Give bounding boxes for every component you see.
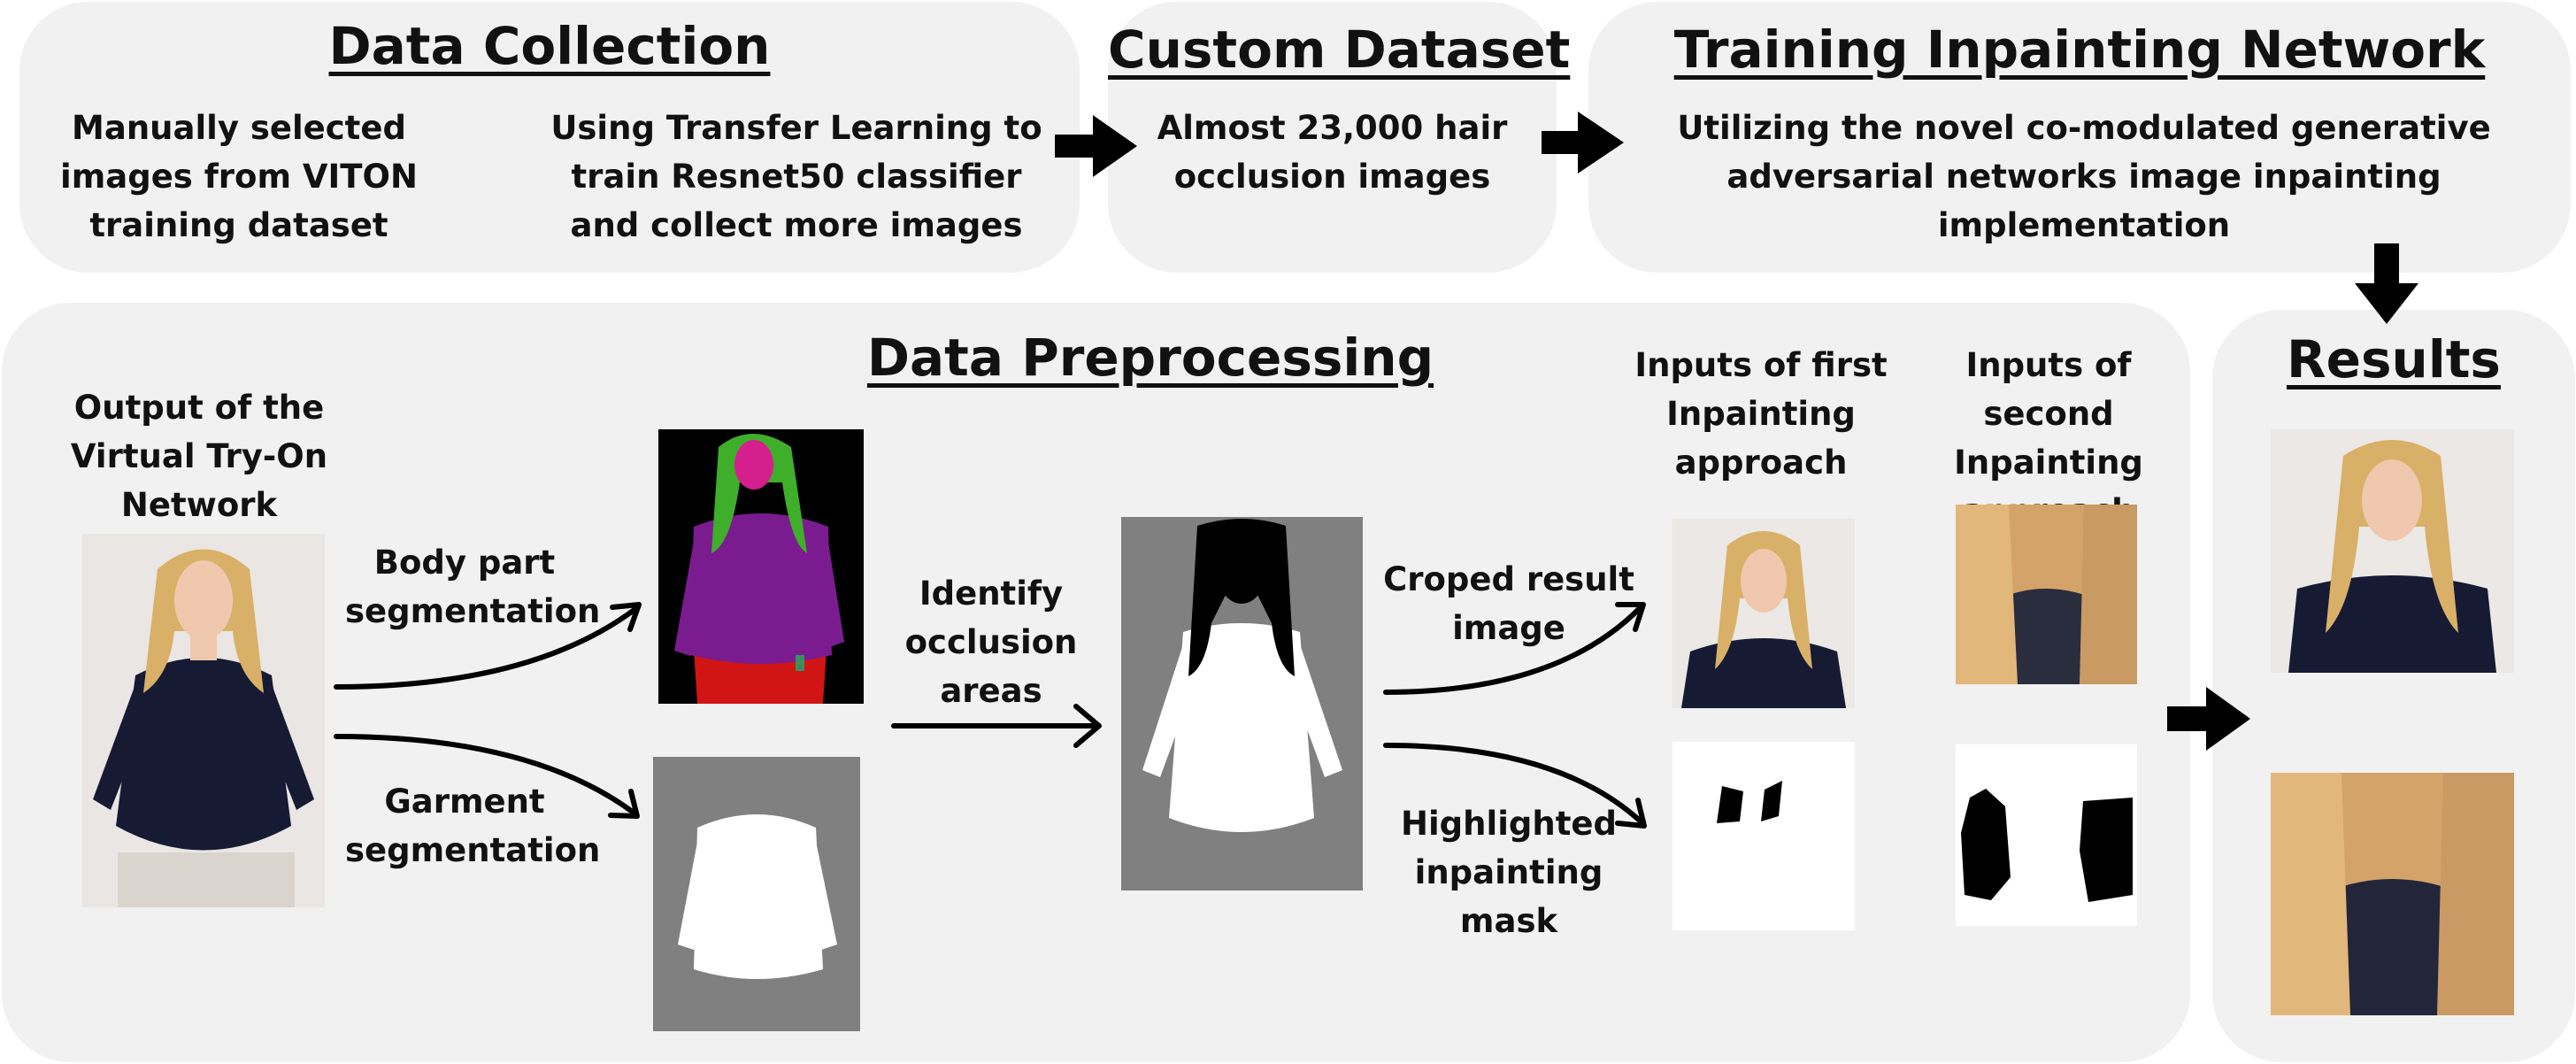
vton-output-label: Output of the Virtual Try-On Network: [70, 389, 328, 524]
custom-dataset-title: Custom Dataset: [1108, 19, 1571, 80]
garment-segmentation-mask: [653, 757, 860, 1031]
arrow-to-body-segmentation: [334, 606, 638, 690]
training-text: Utilizing the novel co-modulated generat…: [1677, 109, 2491, 244]
identify-occlusion-label: Identify occlusion areas: [904, 574, 1078, 710]
arrow-to-inpainting-mask: [1383, 743, 1643, 824]
garment-segmentation-label: Garment segmentation: [345, 783, 601, 869]
arrow-training-to-results: [2355, 243, 2418, 324]
inpainting-mask-label: Highlighted inpainting mask: [1401, 805, 1617, 940]
result-full-photo: [2271, 429, 2514, 673]
croped-result-label: Croped result image: [1383, 560, 1634, 647]
arrow-dataset-to-training: [1542, 112, 1624, 173]
arrow-head-identify-occlusion: [1073, 704, 1102, 748]
arrow-to-cropped-result: [1383, 605, 1643, 695]
first-approach-mask: [1672, 742, 1855, 930]
custom-dataset-text: Almost 23,000 hair occlusion images: [1157, 109, 1508, 196]
arrow-preprocessing-to-results: [2167, 687, 2250, 751]
manual-selection-text: Manually selected images from VITON trai…: [60, 109, 418, 244]
body-part-segmentation-label: Body part segmentation: [345, 544, 601, 630]
training-title: Training Inpainting Network: [1673, 19, 2486, 80]
arrow-head-cropped-result: [1615, 602, 1646, 632]
arrow-to-garment-segmentation: [334, 734, 636, 815]
first-approach-label: Inputs of first Inpainting approach: [1634, 346, 1888, 482]
results-title: Results: [2287, 329, 2501, 389]
data-collection-title: Data Collection: [328, 16, 771, 76]
arrow-head-body-segmentation: [610, 602, 642, 632]
arrow-head-garment-segmentation: [608, 789, 640, 819]
occlusion-areas-map: [1121, 517, 1363, 891]
arrow-collection-to-dataset: [1055, 115, 1137, 177]
second-approach-zoomed-photo: [1956, 505, 2137, 684]
second-approach-mask: [1956, 744, 2137, 926]
body-part-segmentation-map: [658, 429, 864, 704]
custom-dataset-panel: [1108, 2, 1557, 273]
data-collection-panel: [19, 2, 1080, 273]
arrow-head-inpainting-mask: [1615, 798, 1647, 829]
training-panel: [1588, 2, 2571, 273]
data-preprocessing-title: Data Preprocessing: [866, 328, 1434, 388]
first-approach-cropped-photo: [1672, 519, 1855, 708]
result-zoomed-photo: [2271, 773, 2514, 1015]
transfer-learning-text: Using Transfer Learning to train Resnet5…: [550, 109, 1042, 244]
vton-output-photo: [82, 534, 325, 907]
